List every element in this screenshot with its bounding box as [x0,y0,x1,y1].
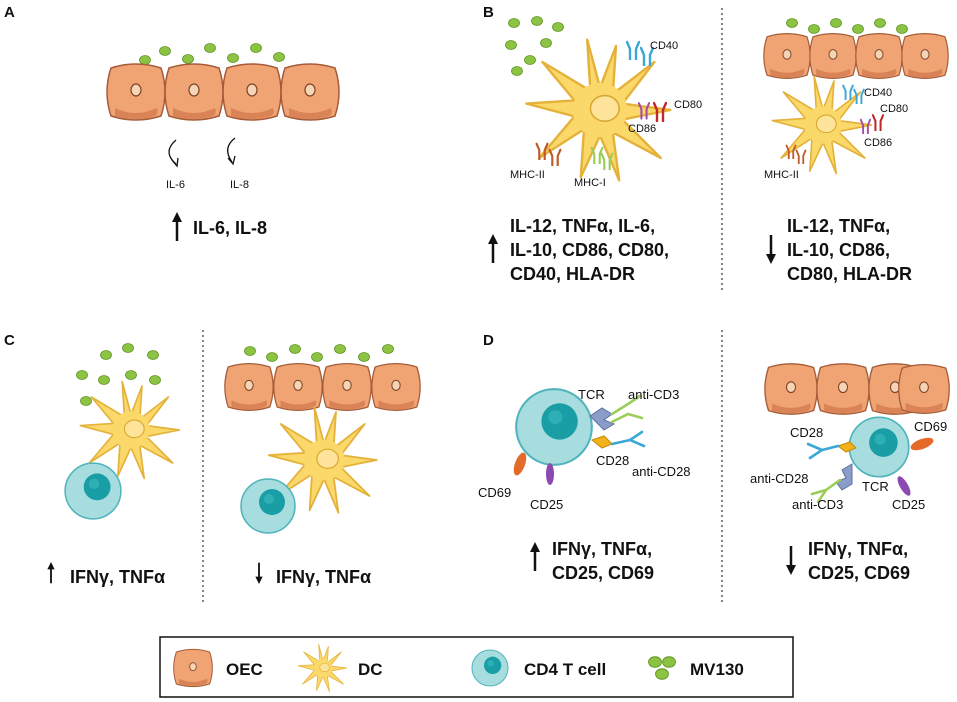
label-cd28: CD28 [596,453,629,468]
result-c-right: IFNγ, TNFα [276,567,371,587]
cd4-t-cell-icon [64,462,122,520]
label-cd28: CD28 [790,425,823,440]
label-il6: IL-6 [166,179,185,191]
cd4-t-cell-icon [848,416,910,478]
label-cd40: CD40 [650,40,678,52]
legend-label-oec: OEC [226,660,263,679]
result-d-right-2: CD25, CD69 [808,563,910,583]
legend: OEC DC CD4 T cell MV130 [159,636,794,698]
legend-label-dc: DC [358,660,383,679]
anti-cd3-icon [810,478,842,504]
oec-layer [106,63,340,121]
anti-cd3-icon [610,394,644,424]
panel-d: D TCR anti-CD3 CD28 anti-CD28 CD69 CD25 … [478,332,950,583]
cd4-t-cell-icon [471,649,509,687]
result-b-left-3: CD40, HLA-DR [510,264,635,284]
result-b-right-1: IL-12, TNFα, [787,216,890,236]
panel-letter-b: B [483,4,494,21]
oec-layer [764,363,950,415]
label-cd40: CD40 [864,87,892,99]
secretion-arrow-2 [227,137,236,163]
cd25-icon [546,463,554,485]
label-cd80: CD80 [880,103,908,115]
cd69-icon [910,437,934,451]
label-il8: IL-8 [230,179,249,191]
label-mhc2: MHC-II [764,169,799,181]
panel-a: A IL-6 IL-8 IL-6, IL-8 [4,4,340,242]
result-b-left-1: IL-12, TNFα, IL-6, [510,216,655,236]
cd4-t-cell-icon [240,478,296,534]
oec-layer [763,32,949,80]
tcr-icon [835,463,853,491]
result-d-right-1: IFNγ, TNFα, [808,539,908,559]
mv130-particles [244,344,394,362]
up-arrow-icon [46,562,56,584]
down-arrow-icon [254,562,264,584]
label-cd25: CD25 [530,497,563,512]
result-a: IL-6, IL-8 [193,218,267,238]
result-b-right-2: IL-10, CD86, [787,240,890,260]
label-anti-cd28: anti-CD28 [632,464,691,479]
cd28-icon [836,441,857,453]
mhc1-receptor-icon [590,146,604,164]
tcr-icon [589,407,616,431]
up-arrow-icon [530,540,540,573]
label-tcr: TCR [578,387,605,402]
cd28-icon [590,435,613,449]
oec-cell-icon [173,648,213,688]
result-b-right-3: CD80, HLA-DR [787,264,912,284]
down-arrow-icon [766,235,776,264]
up-arrow-icon [488,234,498,263]
label-anti-cd3: anti-CD3 [628,387,679,402]
label-cd86: CD86 [864,137,892,149]
mv130-particles [139,43,285,65]
panel-b: B CD40 CD80 CD86 MHC-II MHC-I IL-12, TNF… [483,4,949,284]
dendritic-cell-icon [771,75,873,175]
anti-cd28-icon [610,430,646,448]
panel-letter-a: A [4,4,15,21]
legend-label-mv130: MV130 [690,660,744,679]
oec-layer [224,363,421,411]
up-arrow-icon [172,212,182,242]
cd40-receptor-icon [842,84,854,100]
label-cd86: CD86 [628,123,656,135]
panel-letter-d: D [483,332,494,349]
result-c-left: IFNγ, TNFα [70,567,165,587]
label-anti-cd3: anti-CD3 [792,497,843,512]
label-cd80: CD80 [674,99,702,111]
mv130-particles [786,18,908,34]
cd40-receptor-icon [626,40,640,60]
panel-letter-c: C [4,332,15,349]
label-cd69: CD69 [478,485,511,500]
label-mhc2: MHC-II [510,169,545,181]
label-cd69: CD69 [914,419,947,434]
legend-label-cd4-t-cell: CD4 T cell [524,660,606,679]
result-b-left-2: IL-10, CD86, CD80, [510,240,669,260]
cd69-icon [513,452,527,476]
mv130-particles [505,16,564,76]
mv130-particles [76,343,161,406]
panel-c: C IFNγ, TNFα [4,332,421,587]
label-cd25: CD25 [892,497,925,512]
label-mhc1: MHC-I [574,177,606,189]
anti-cd28-icon [806,442,840,460]
result-d-left-2: CD25, CD69 [552,563,654,583]
label-tcr: TCR [862,479,889,494]
down-arrow-icon [786,544,796,577]
result-d-left-1: IFNγ, TNFα, [552,539,652,559]
cd25-icon [897,476,911,496]
cd80-receptor-icon [872,114,884,131]
label-anti-cd28: anti-CD28 [750,471,809,486]
